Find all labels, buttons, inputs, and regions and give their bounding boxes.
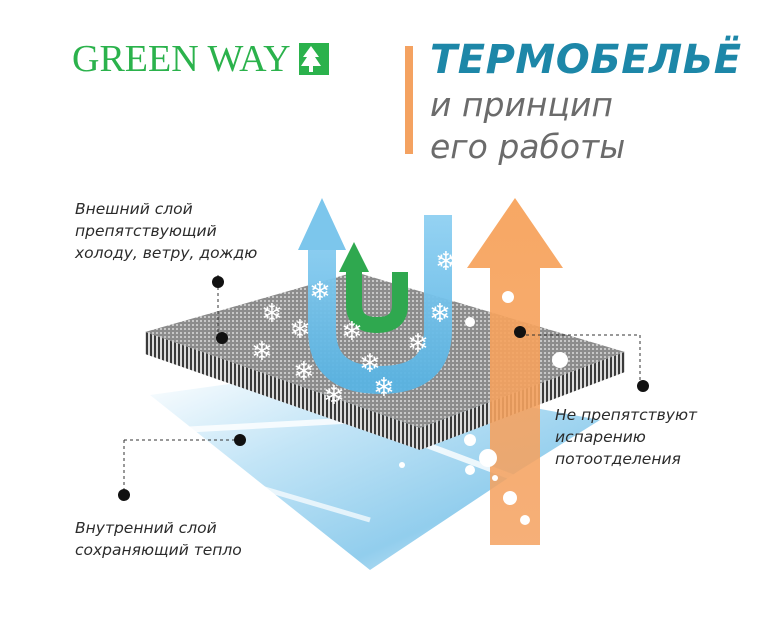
snowflake-icon: ❄ ❄ ❄ ❄ ❄ ❄ ❄ ❄ ❄ ❄ ❄ ❄	[251, 247, 457, 411]
logo-text: GREEN WAY	[72, 38, 291, 80]
title-block: ТЕРМОБЕЛЬЁ и принцип его работы	[430, 36, 742, 168]
svg-text:❄: ❄	[435, 247, 457, 277]
leader-lines	[123, 275, 641, 495]
label-outer-layer: Внешний слой препятствующий холоду, ветр…	[75, 200, 258, 262]
warm-air-arrow	[339, 242, 408, 334]
logo: GREEN WAY	[72, 40, 329, 78]
title-main: ТЕРМОБЕЛЬЁ	[430, 37, 742, 83]
label-inner-layer: Внутренний слой сохраняющий тепло	[75, 519, 242, 559]
svg-text:❄: ❄	[373, 373, 395, 403]
cold-air-arrow	[298, 198, 452, 395]
svg-text:❄: ❄	[309, 277, 331, 307]
svg-text:❄: ❄	[251, 337, 273, 367]
svg-text:❄: ❄	[407, 329, 429, 359]
tree-icon	[298, 43, 329, 75]
svg-text:❄: ❄	[429, 299, 451, 329]
title-accent-bar	[405, 46, 413, 154]
svg-text:❄: ❄	[293, 357, 315, 387]
title-sub-2: его работы	[430, 127, 626, 166]
svg-text:❄: ❄	[289, 315, 311, 345]
leader-dots	[118, 276, 649, 501]
svg-text:❄: ❄	[323, 381, 345, 411]
label-evaporation: Не препятствуют испарению потоотделения	[555, 406, 698, 468]
svg-text:❄: ❄	[341, 317, 363, 347]
svg-text:❄: ❄	[261, 299, 283, 329]
title-sub-1: и принцип	[430, 85, 613, 124]
svg-text:❄: ❄	[359, 349, 381, 379]
bubble-icon	[399, 291, 568, 525]
